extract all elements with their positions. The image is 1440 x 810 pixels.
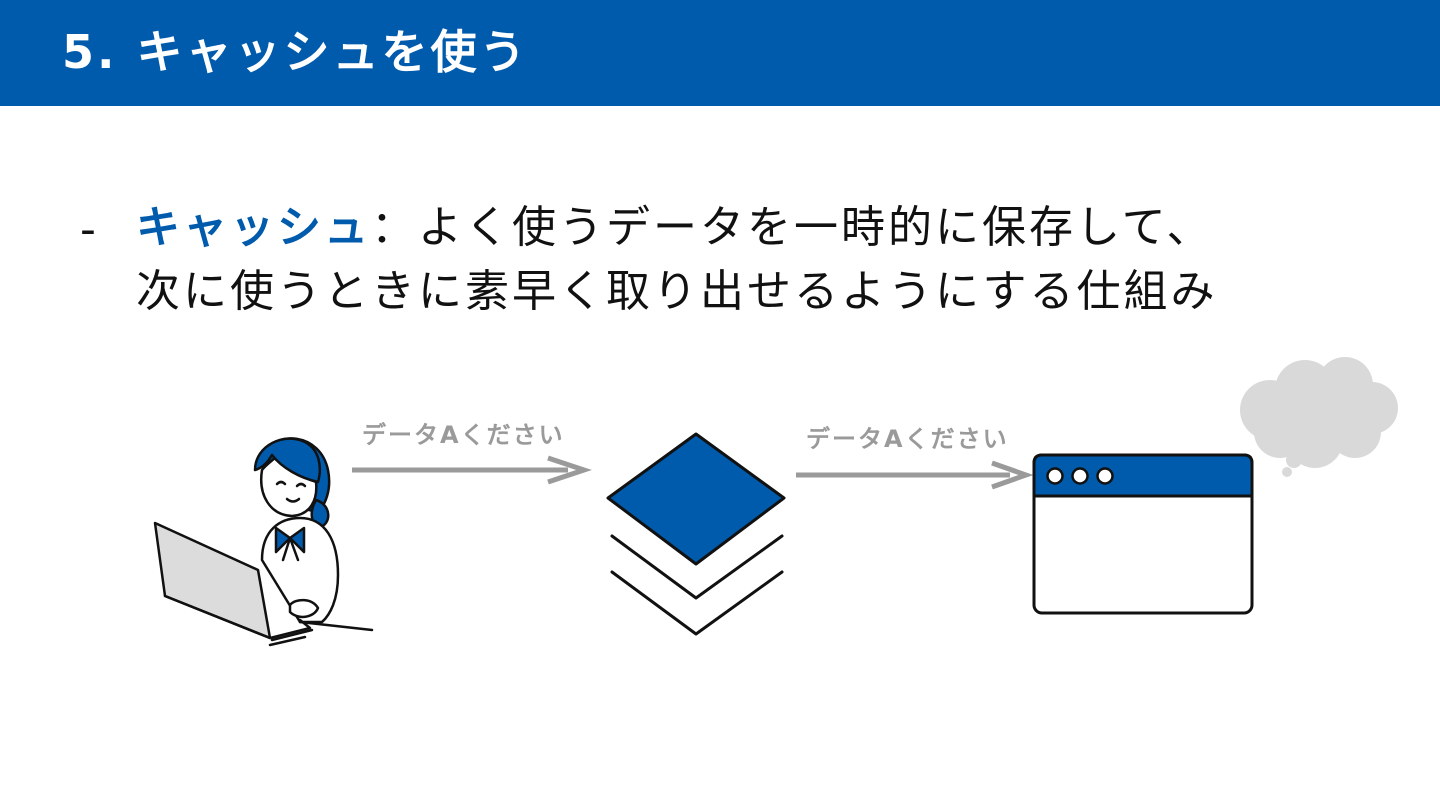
cache-layers-icon: [606, 432, 786, 636]
cache-term: キャッシュ: [136, 202, 371, 253]
thought-cloud-icon: [1240, 357, 1398, 477]
definition-line2: 次に使うときに素早く取り出せるようにする仕組み: [136, 266, 1218, 317]
arrow1-label: データAください: [362, 421, 565, 449]
bullet-dash: -: [80, 204, 96, 255]
arrow2-label: データAください: [806, 425, 1009, 453]
page-title: 5. キャッシュを使う: [62, 25, 529, 79]
cache-definition: キャッシュ：よく使うデータを一時的に保存して、 次に使うときに素早く取り出せるよ…: [136, 196, 1376, 324]
user-laptop-illustration: [153, 437, 374, 647]
definition-line1: よく使うデータを一時的に保存して、: [418, 202, 1214, 253]
term-separator: ：: [371, 202, 418, 253]
browser-window-icon: [1032, 453, 1254, 615]
arrow2: [796, 460, 1034, 490]
title-bar: 5. キャッシュを使う: [0, 0, 1440, 106]
arrow1: [352, 455, 592, 485]
